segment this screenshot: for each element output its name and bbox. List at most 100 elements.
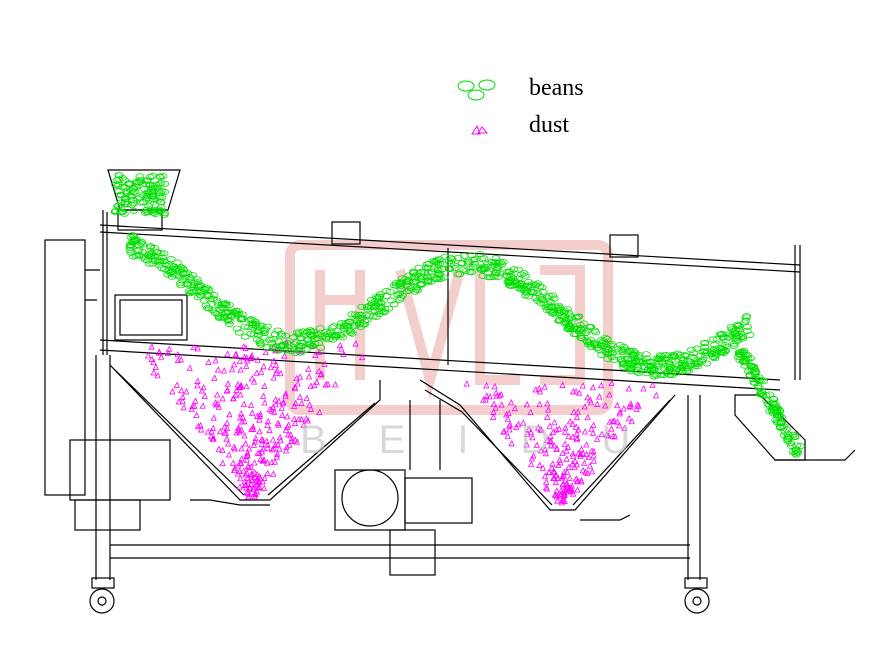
dust-particle xyxy=(237,459,245,467)
dust-particle xyxy=(546,438,553,445)
bean xyxy=(791,447,801,454)
dust-particle xyxy=(533,441,540,448)
bean xyxy=(140,209,150,216)
dust-particle xyxy=(144,352,151,359)
dust-particle xyxy=(490,400,497,407)
dust-particle xyxy=(306,401,313,408)
dust-particle xyxy=(243,456,250,463)
dust-particle xyxy=(340,350,347,357)
bean xyxy=(555,317,565,324)
bean xyxy=(255,338,265,345)
dust-particle xyxy=(527,460,535,468)
bean xyxy=(135,173,145,180)
dust-particle xyxy=(194,422,202,429)
dust-particle xyxy=(527,408,534,416)
dust-particle xyxy=(603,431,610,438)
bean xyxy=(130,237,140,244)
dust-particle xyxy=(251,459,258,466)
bean xyxy=(600,334,610,341)
dust-particle xyxy=(519,419,527,426)
dust-particle xyxy=(581,403,588,410)
dust-particle xyxy=(261,399,268,406)
dust-particle xyxy=(256,483,263,491)
bean xyxy=(433,267,443,274)
dust-particle xyxy=(628,417,635,425)
bean xyxy=(138,199,148,206)
dust-particle xyxy=(201,392,208,400)
dust-particle xyxy=(263,437,270,444)
bean xyxy=(710,342,719,349)
dust-particle xyxy=(246,484,253,491)
dust-particle xyxy=(272,361,279,368)
dust-particle xyxy=(182,388,190,395)
bean xyxy=(777,414,786,421)
bean xyxy=(310,336,320,343)
bean xyxy=(129,200,139,207)
dust-particle xyxy=(204,428,211,435)
bean xyxy=(138,249,147,256)
bean xyxy=(687,346,696,353)
dust-particle xyxy=(551,491,558,498)
dust-particle xyxy=(307,405,314,412)
bean xyxy=(130,188,140,195)
dust-particle xyxy=(571,457,578,465)
dust-particle xyxy=(627,403,634,410)
bean xyxy=(664,359,674,366)
bean xyxy=(157,187,167,194)
bean xyxy=(335,323,345,330)
bean xyxy=(736,330,746,337)
dust-particle xyxy=(321,360,328,367)
bean xyxy=(125,181,134,188)
bean xyxy=(196,292,205,299)
bean xyxy=(221,302,231,309)
dust-particle xyxy=(284,431,292,438)
dust-particle xyxy=(536,388,544,395)
dust-particle xyxy=(282,447,290,454)
dust-particle xyxy=(248,409,256,416)
bean xyxy=(120,184,130,191)
bean xyxy=(294,344,304,351)
dust-particle xyxy=(225,451,232,458)
base-frame xyxy=(110,544,690,559)
dust-particle xyxy=(260,362,267,370)
dust-particle xyxy=(541,445,548,453)
dust-particle xyxy=(276,433,283,441)
dust-particle xyxy=(336,341,343,349)
dust-particle xyxy=(256,416,263,423)
bean xyxy=(360,321,369,328)
dust-particle xyxy=(569,433,576,440)
dust-particle xyxy=(498,401,505,408)
dust-particle xyxy=(553,426,560,433)
bean xyxy=(282,347,292,354)
bean xyxy=(679,356,689,363)
dust-particle xyxy=(248,476,255,484)
dust-particle xyxy=(593,400,601,407)
dust-particle xyxy=(237,381,244,389)
bean xyxy=(726,324,736,331)
bean xyxy=(542,306,552,313)
bean xyxy=(720,341,730,348)
bean xyxy=(791,451,801,458)
bean xyxy=(796,443,805,450)
bean xyxy=(224,318,234,325)
bean xyxy=(185,290,195,297)
bean xyxy=(374,293,384,300)
dust-particle xyxy=(165,345,173,352)
dust-particle xyxy=(559,488,567,495)
bean xyxy=(381,288,391,295)
dust-particle xyxy=(570,408,577,415)
dust-particle xyxy=(486,393,493,400)
dust-particle xyxy=(251,438,258,445)
bean xyxy=(537,295,546,302)
dust-particle xyxy=(214,400,221,407)
bean xyxy=(421,264,431,271)
dust-particle xyxy=(223,419,230,426)
bean xyxy=(233,308,243,315)
bean xyxy=(352,317,362,324)
bean xyxy=(370,307,380,314)
bean xyxy=(447,256,457,263)
dust-particle xyxy=(543,413,551,420)
dust-particle xyxy=(506,426,513,433)
dust-particle xyxy=(274,440,281,448)
bean xyxy=(625,366,635,373)
